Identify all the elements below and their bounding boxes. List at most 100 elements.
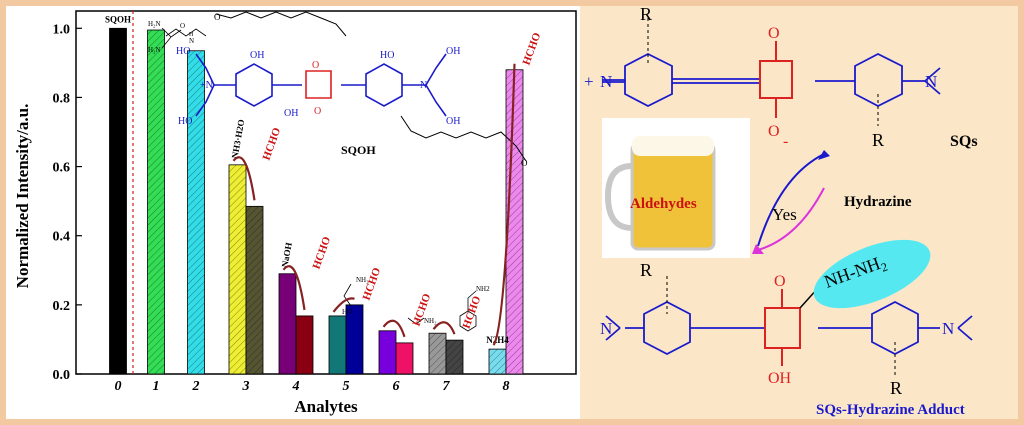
- x-tick-label: 0: [115, 379, 122, 394]
- hcho-arrow: [232, 156, 256, 201]
- sqs-label: SQs: [950, 133, 978, 150]
- diethylamine-icon: N H: [165, 28, 207, 45]
- bar-label: NH3·H2O: [230, 119, 247, 160]
- bar: [345, 304, 364, 375]
- bar-label: N2H4: [486, 335, 509, 345]
- y-axis-label: Normalized Intensity/a.u.: [13, 104, 32, 289]
- r-top: R: [640, 6, 652, 24]
- bar-hatch: [429, 333, 446, 374]
- bar: [328, 315, 347, 375]
- svg-text:HO: HO: [178, 116, 192, 127]
- r-right: R: [872, 130, 884, 150]
- x-tick-label: 6: [393, 379, 400, 394]
- hcho-arrow: [282, 265, 306, 311]
- oxide-charge: -: [783, 133, 788, 150]
- yes-label: Yes: [772, 205, 797, 224]
- svg-text:OH: OH: [250, 50, 264, 61]
- bar: [395, 342, 414, 375]
- y-tick-label: 0.4: [53, 230, 71, 245]
- svg-text:NH₂: NH₂: [424, 317, 437, 325]
- svg-text:N: N: [942, 319, 954, 338]
- svg-text:N: N: [420, 80, 427, 91]
- svg-text:N: N: [600, 72, 612, 91]
- hcho-label: HCHO: [311, 235, 334, 271]
- phenethylamine-icon: NH2: [459, 285, 490, 332]
- adduct-label: SQs-Hydrazine Adduct: [816, 402, 965, 418]
- svg-text:OH: OH: [284, 108, 298, 119]
- y-axis-ticks: 0.0 0.2 0.4 0.6 0.8 1.0: [53, 22, 82, 383]
- hcho-label: HCHO: [261, 126, 284, 162]
- svg-text:HO: HO: [176, 46, 190, 57]
- aldehydes-label: Aldehydes: [630, 196, 697, 212]
- svg-text:HO: HO: [380, 50, 394, 61]
- plot-frame: [75, 10, 577, 375]
- bar-labels: SQOH NH3·H2O NaOH N2H4: [105, 14, 509, 345]
- svg-text:O: O: [214, 12, 221, 22]
- bar-label: NaOH: [280, 242, 294, 268]
- hcho-arrow: [492, 63, 516, 346]
- x-tick-label: 4: [292, 379, 300, 394]
- arrow-up: [757, 153, 825, 247]
- bars-group: [109, 27, 524, 375]
- svg-text:H: H: [189, 32, 194, 38]
- sqoh-structure: O O +N N HO HO OH OH OH HO OH O O SQOH: [176, 11, 528, 168]
- svg-text:H₂N: H₂N: [148, 46, 161, 54]
- svg-text:O: O: [521, 158, 528, 168]
- bar: [109, 27, 127, 375]
- adduct-structure: [605, 300, 973, 356]
- plus-sign: +: [584, 72, 594, 91]
- y-tick-label: 0.2: [53, 299, 71, 314]
- bar-hatch: [229, 164, 246, 374]
- x-tick-label: 2: [192, 379, 200, 394]
- svg-text:N: N: [600, 319, 612, 338]
- svg-text:OH: OH: [446, 46, 460, 57]
- bar-label: SQOH: [105, 14, 131, 24]
- hcho-arrow: [382, 319, 406, 338]
- carbonyl-top: O: [768, 25, 780, 42]
- bar: [278, 273, 297, 375]
- hcho-label: HCHO: [461, 294, 484, 330]
- x-tick-label: 5: [343, 379, 350, 394]
- svg-text:O: O: [314, 106, 321, 117]
- bar-hatch: [187, 50, 205, 374]
- svg-text:O: O: [180, 22, 185, 30]
- svg-text:N: N: [925, 72, 937, 91]
- bar-hatch: [147, 30, 165, 375]
- x-tick-label: 1: [153, 379, 160, 394]
- bar-hatch: [246, 206, 263, 374]
- svg-text:HO: HO: [342, 308, 352, 316]
- hcho-arrow: [332, 297, 355, 313]
- svg-text:+N: +N: [200, 80, 213, 91]
- hcho-arrow: [432, 321, 456, 335]
- scheme-panel: O O - + N N R R SQs Aldehydes Yes Hydr: [580, 4, 1018, 419]
- x-tick-label: 3: [242, 379, 250, 394]
- carbonyl-bottom: O: [774, 273, 786, 290]
- hcho-label: HCHO: [521, 31, 544, 67]
- svg-text:NH2: NH2: [476, 285, 490, 293]
- y-tick-label: 1.0: [53, 22, 71, 37]
- bar: [378, 330, 397, 375]
- arrow-down: [757, 187, 825, 251]
- y-tick-label: 0.8: [53, 91, 71, 106]
- r-bottom-left: R: [640, 260, 652, 280]
- bar-hatch: [446, 340, 463, 374]
- bar-hatch: [489, 349, 506, 374]
- y-tick-label: 0.0: [53, 368, 71, 383]
- reaction-scheme: O O - + N N R R SQs Aldehydes Yes Hydr: [584, 4, 978, 418]
- oxide-top: O: [768, 123, 780, 140]
- nhnh2-bubble: [813, 239, 931, 309]
- svg-text:NH₂: NH₂: [356, 276, 369, 284]
- x-tick-label: 7: [443, 379, 451, 394]
- urea-icon: H₂N H₂N O: [148, 20, 185, 54]
- ethanolamine-icon: HO NH₂: [342, 276, 369, 316]
- amine-icon: NH₂: [407, 317, 437, 325]
- bar: [295, 315, 314, 375]
- r-bottom-right: R: [890, 378, 902, 398]
- svg-text:O: O: [312, 60, 319, 71]
- bar-hatch: [506, 69, 523, 374]
- svg-text:H₂N: H₂N: [148, 20, 161, 28]
- y-tick-label: 0.6: [53, 161, 71, 176]
